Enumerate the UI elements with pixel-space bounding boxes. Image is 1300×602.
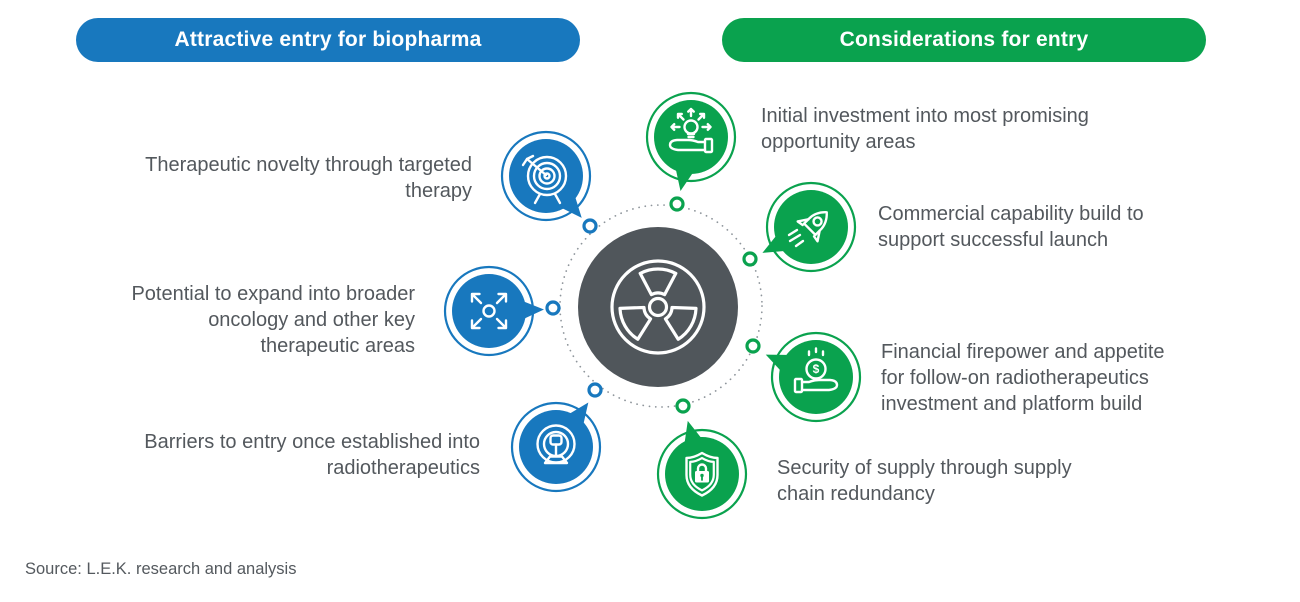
label-potential-expand: Potential to expand into broader oncolog… bbox=[131, 283, 415, 357]
orbit-node-icon bbox=[582, 218, 598, 234]
label-commercial-capability: Commercial capability build to support s… bbox=[878, 203, 1144, 251]
orbit-node-icon bbox=[745, 338, 761, 354]
label-security-supply: Security of supply through supply chain … bbox=[777, 457, 1072, 505]
header-considerations: Considerations for entry bbox=[722, 18, 1206, 62]
orbit-nodes bbox=[545, 196, 761, 414]
orbit-node-icon bbox=[545, 300, 561, 316]
hand-coin-icon: $ bbox=[765, 331, 862, 423]
label-therapeutic-novelty: Therapeutic novelty through targeted the… bbox=[145, 154, 472, 202]
hand-lightbulb-icon bbox=[645, 91, 737, 191]
target-dartboard-icon bbox=[500, 130, 592, 222]
orbit-node-icon bbox=[669, 196, 685, 212]
dollar-sign-glyph: $ bbox=[813, 362, 820, 376]
label-financial-firepower: Financial firepower and appetite for fol… bbox=[881, 341, 1165, 415]
orbit-node-icon bbox=[587, 382, 603, 398]
rocket-icon bbox=[762, 181, 857, 273]
shield-lock-icon bbox=[656, 420, 748, 520]
orbit-dotted-ring bbox=[559, 204, 763, 408]
orbit-node-icon bbox=[675, 398, 691, 414]
orbit-node-icon bbox=[742, 251, 758, 267]
label-barriers-entry: Barriers to entry once established into … bbox=[144, 431, 480, 479]
label-initial-investment: Initial investment into most promising o… bbox=[761, 105, 1089, 153]
source-note: Source: L.E.K. research and analysis bbox=[25, 560, 297, 578]
radiation-trefoil-icon bbox=[578, 227, 738, 387]
barrier-gate-icon bbox=[510, 401, 602, 493]
header-attractive-entry: Attractive entry for biopharma bbox=[76, 18, 580, 62]
expand-arrows-icon bbox=[443, 265, 544, 357]
